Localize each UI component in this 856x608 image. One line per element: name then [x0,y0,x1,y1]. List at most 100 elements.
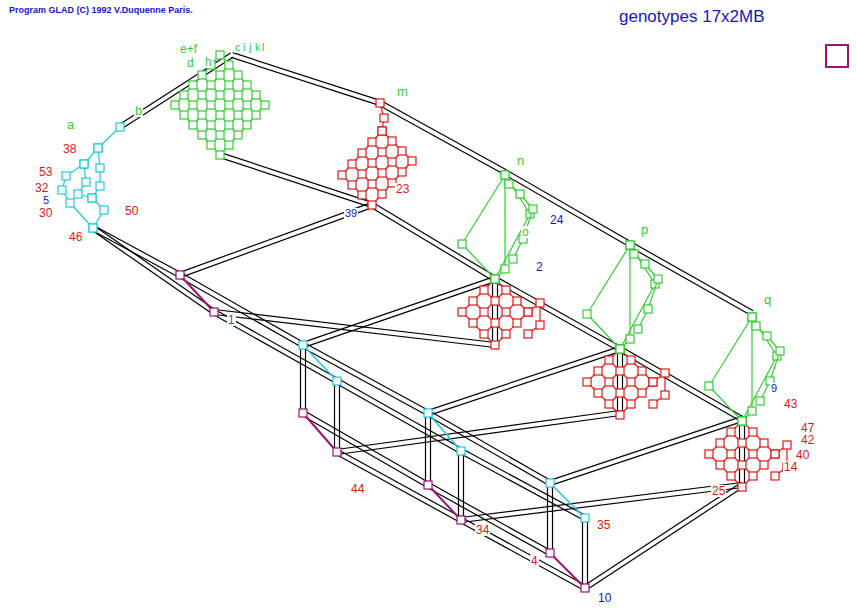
lattice-element [348,160,356,168]
lattice-line [305,345,306,413]
lattice-element [216,91,224,99]
callout-label: d [186,57,195,69]
lattice-element [776,347,784,355]
callout-label: i [242,42,246,53]
lattice-element [491,341,499,349]
lattice-element [388,137,396,145]
lattice-element [524,308,532,316]
lattice-element [358,191,366,199]
lattice-element [180,91,188,99]
lattice-element [198,131,206,139]
lattice-element [627,400,635,408]
lattice-line [463,451,464,520]
lattice-element [626,241,634,249]
lattice-element [727,450,735,458]
lattice-line [338,450,462,518]
lattice-element [480,286,488,294]
lattice-element [198,111,206,119]
lattice-element [457,516,465,524]
lattice-line [303,345,337,381]
lattice-element [738,417,746,425]
lattice-element [524,330,532,338]
callout-label: m [396,85,409,98]
lattice-element [243,121,251,129]
callout-label: 43 [783,398,798,410]
lattice-element [502,286,510,294]
lattice-element [491,275,499,283]
callout-label: 47 [800,422,815,434]
lattice-line [429,351,621,415]
lattice-line [339,381,340,452]
lattice-element [234,91,242,99]
callout-label: Program GLAD (C) 1992 V.Duquenne Paris. [8,6,194,15]
page-title: genotypes 17x2MB [618,8,766,25]
lattice-line [231,57,379,105]
callout-label: o [521,226,530,238]
callout-label: 24 [549,214,564,226]
lattice-line [462,518,586,586]
lattice-line [458,451,459,520]
lattice-element [469,319,477,327]
lattice-element [644,305,652,313]
lattice-line [215,310,338,379]
lattice-line [497,279,498,345]
lattice-element [225,141,233,149]
lattice-line [744,419,745,485]
lattice-element [763,332,771,340]
lattice-line [462,244,495,279]
lattice-element [627,378,635,386]
lattice-element [80,160,88,168]
lattice-line [751,317,752,411]
lattice-element [82,178,90,186]
lattice-element [705,450,713,458]
lattice-element [616,411,624,419]
lattice-element [749,450,757,458]
lattice-element [252,111,260,119]
lattice-element [469,297,477,305]
lattice-element [216,51,224,59]
lattice-line [179,203,371,273]
lattice-line [213,314,336,383]
lattice-line [492,279,493,345]
lattice-element [634,325,642,333]
lattice-element [458,240,466,248]
lattice-element [378,127,386,135]
lattice-element [502,308,510,316]
lattice-line [94,226,181,273]
lattice-element [225,121,233,129]
lattice-element [581,584,589,592]
lattice-line [334,381,335,452]
lattice-element [771,450,779,458]
lattice-line [504,174,627,245]
lattice-line [584,483,741,586]
lattice-line [121,57,233,129]
lattice-element [705,382,713,390]
lattice-element [189,101,197,109]
lattice-element [509,255,517,263]
lattice-element [661,369,669,377]
lattice-line [303,413,337,452]
lattice-element [546,479,554,487]
lattice-element [116,123,124,131]
lattice-line [373,203,496,277]
lattice-line [622,349,623,413]
callout-label: h [204,56,213,68]
callout-label: p [640,223,649,236]
lattice-line [617,349,618,413]
lattice-element [760,439,768,447]
lattice-element [207,121,215,129]
lattice-element [368,201,376,209]
lattice-element [62,172,70,180]
lattice-element [408,157,416,165]
lattice-element [491,275,499,283]
lattice-element [480,330,488,338]
callout-label: 34 [475,524,490,536]
lattice-line [552,483,553,553]
lattice-line [462,449,586,516]
lattice-line [425,413,426,485]
lattice-line [428,485,461,520]
lattice-element [594,367,602,375]
lattice-line [337,411,620,450]
lattice-element [216,111,224,119]
lattice-element [630,250,638,258]
